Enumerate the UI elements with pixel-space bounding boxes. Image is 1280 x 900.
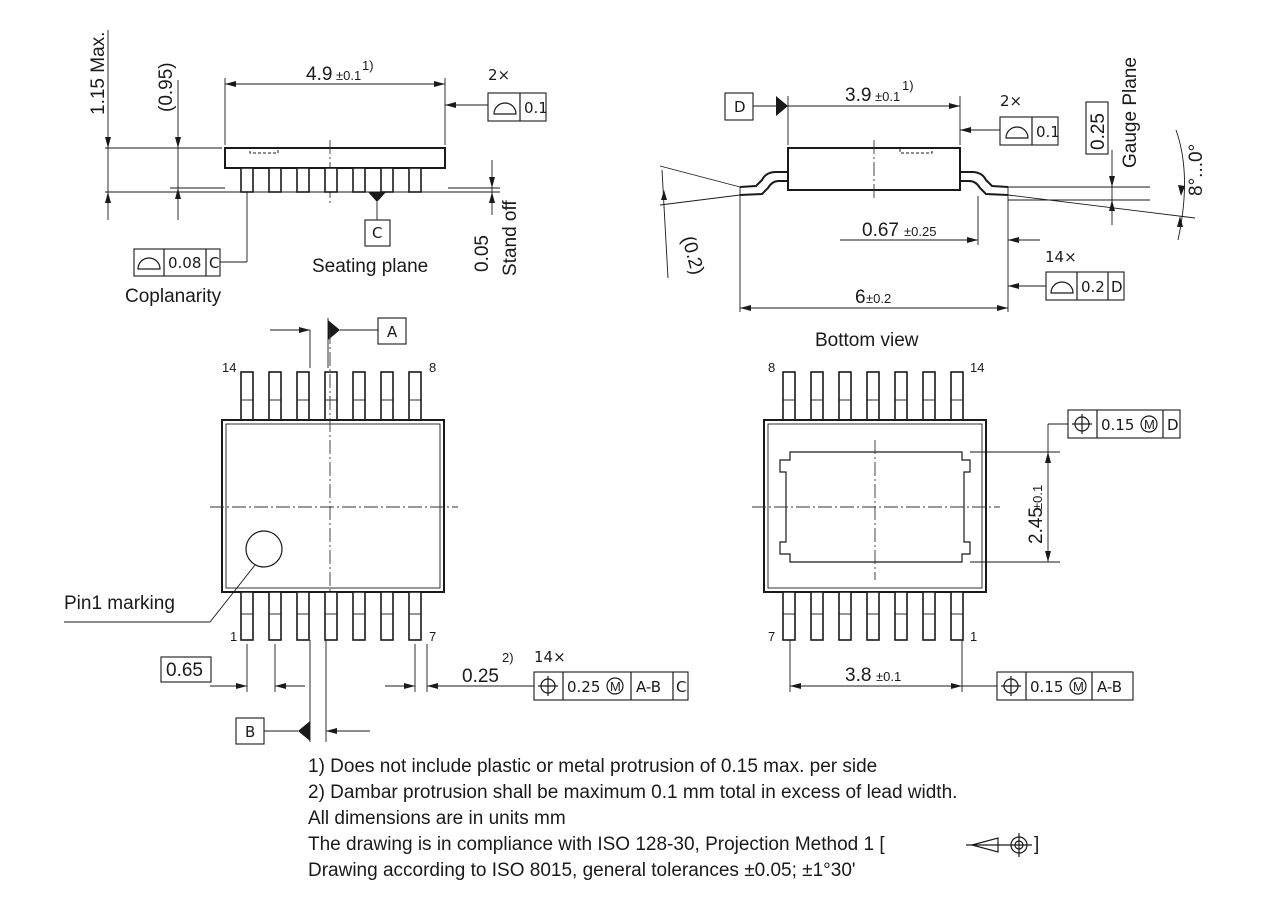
svg-text:0.15: 0.15	[1101, 416, 1134, 434]
svg-text:0.2: 0.2	[1081, 278, 1105, 296]
pad-height-tol: ±0.1	[1030, 485, 1045, 510]
bv-pin-7-label: 7	[768, 629, 775, 644]
datum-a: A	[387, 323, 398, 341]
pitch-dim: 0.65	[166, 660, 203, 681]
pad-height-dim: 2.45	[1026, 507, 1047, 544]
pad-width-dim: 3.8	[845, 665, 871, 686]
bottom-view-title: Bottom view	[815, 330, 919, 351]
standoff-value: 0.05	[472, 235, 493, 272]
svg-text:A-B: A-B	[1097, 678, 1122, 696]
pin1-marker	[245, 530, 283, 568]
dim-width: 3.9	[845, 85, 871, 106]
flatness-count-end: 2×	[1000, 92, 1022, 110]
dashed-mold-mark-end	[899, 147, 933, 154]
position-frame-top: 0.25 M A-B C	[533, 671, 689, 701]
svg-text:0.25: 0.25	[567, 678, 600, 696]
note-4-end: ]	[1034, 834, 1039, 855]
pin-1-label: 1	[230, 629, 237, 644]
bottom-view-leads-upper	[782, 371, 964, 421]
gauge-label: Gauge Plane	[1120, 57, 1141, 168]
svg-text:0.1: 0.1	[524, 99, 548, 117]
coplanarity-label: Coplanarity	[125, 286, 222, 307]
pin-8-label: 8	[429, 360, 436, 375]
bv-pin-1-label: 1	[970, 629, 977, 644]
svg-text:M: M	[1144, 417, 1155, 432]
note-1: 1) Does not include plastic or metal pro…	[308, 756, 877, 777]
datum-d: D	[734, 98, 746, 116]
lead-count-top: 14×	[534, 648, 566, 666]
notes: 1) Does not include plastic or metal pro…	[308, 756, 1039, 881]
flatness-count: 2×	[488, 66, 510, 84]
package-body-side	[224, 147, 446, 169]
dim-width-note: 1)	[902, 78, 914, 93]
svg-text:C: C	[676, 678, 686, 696]
standoff-label: Stand off	[500, 200, 521, 276]
flatness-frame: 0.1	[487, 92, 548, 122]
dim-lead-thk: (0.2)	[677, 234, 707, 277]
coplanarity-frame: 0.08 C	[133, 248, 221, 277]
top-view-leads-upper	[240, 371, 422, 421]
dim-width-tol: ±0.1	[875, 89, 900, 104]
dim-body-height: (0.95)	[156, 62, 177, 112]
dim-length-note: 1)	[362, 58, 374, 73]
flatness-frame-end: 0.1	[999, 116, 1060, 146]
top-view: A 14 8 1 7 P	[64, 317, 689, 745]
dim-overall: 6	[855, 287, 866, 308]
svg-text:M: M	[1073, 679, 1084, 694]
angle-label: 8°...0°	[1186, 144, 1207, 196]
svg-text:0.15: 0.15	[1030, 678, 1063, 696]
svg-text:0.1: 0.1	[1036, 123, 1060, 141]
position-frame-pad-height: 0.15 M D	[1067, 409, 1181, 439]
pin1-marking-label: Pin1 marking	[64, 593, 175, 614]
svg-text:A-B: A-B	[636, 678, 661, 696]
svg-text:D: D	[1167, 416, 1179, 434]
dim-height-max: 1.15 Max.	[88, 32, 109, 115]
note-4: The drawing is in compliance with ISO 12…	[308, 834, 885, 855]
pin-14-label: 14	[222, 360, 236, 375]
projection-symbol-icon	[966, 833, 1032, 857]
pad-width-tol: ±0.1	[876, 669, 901, 684]
datum-c: C	[372, 224, 382, 242]
pin-7-label: 7	[429, 629, 436, 644]
lead-width-note: 2)	[502, 650, 514, 665]
bv-pin-14-label: 14	[970, 360, 984, 375]
dim-foot-tol: ±0.25	[904, 224, 936, 239]
top-view-leads-lower	[240, 591, 422, 641]
seating-plane-label: Seating plane	[312, 256, 428, 277]
dim-overall-tol: ±0.2	[866, 291, 891, 306]
dashed-mold-mark	[249, 147, 279, 154]
dim-foot: 0.67	[862, 220, 899, 241]
side-leads	[240, 167, 422, 193]
svg-text:0.08: 0.08	[168, 254, 201, 272]
svg-text:C: C	[209, 254, 219, 272]
datum-b: B	[245, 723, 255, 741]
gauge-value: 0.25	[1088, 113, 1109, 150]
lead-count-end: 14×	[1045, 248, 1077, 266]
side-view-length: 4.9 ±0.1 1) 1.15 Max. (0.95) 2× 0.1 C	[88, 30, 548, 307]
note-5: Drawing according to ISO 8015, general t…	[308, 860, 856, 881]
lead-profile-frame: 0.2 D	[1045, 271, 1125, 301]
bottom-view: Bottom view 8 14 7 1	[752, 330, 1181, 701]
dim-length: 4.9	[306, 64, 332, 85]
exposed-pad	[779, 451, 971, 563]
dim-length-tol: ±0.1	[336, 68, 361, 83]
side-view-width: D 3.9 ±0.1 1) 2× 0.1 0.25 Gauge Plane	[659, 57, 1207, 312]
position-frame-pad-width: 0.15 M A-B	[996, 671, 1134, 701]
note-3: All dimensions are in units mm	[308, 808, 566, 829]
note-2: 2) Dambar protrusion shall be maximum 0.…	[308, 782, 957, 803]
bottom-view-leads-lower	[782, 591, 964, 641]
bv-pin-8-label: 8	[768, 360, 775, 375]
svg-text:D: D	[1111, 278, 1123, 296]
package-body-top	[221, 419, 445, 593]
svg-text:M: M	[610, 679, 621, 694]
lead-width-dim: 0.25	[462, 666, 499, 687]
